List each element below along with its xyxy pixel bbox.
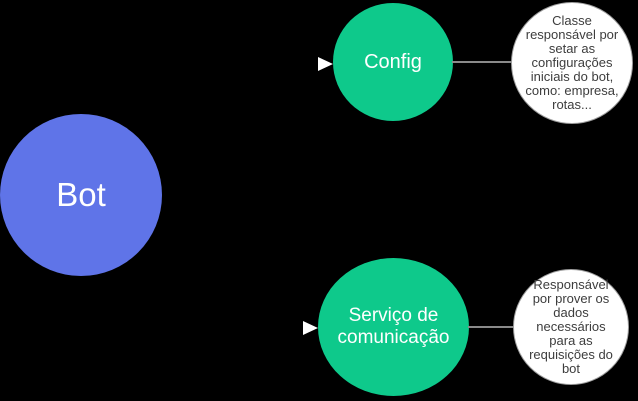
node-config-note-text: Classe responsável por setar as configur… xyxy=(525,13,619,112)
node-config[interactable]: Config xyxy=(333,3,453,121)
arrowhead-right-icon xyxy=(318,57,333,71)
node-service-note[interactable]: Responsável por prover os dados necessár… xyxy=(513,269,629,385)
node-bot-label: Bot xyxy=(56,176,106,213)
node-config-label: Config xyxy=(364,50,422,73)
connector-config-note xyxy=(452,61,512,63)
arrowhead-right-icon xyxy=(303,321,318,335)
node-service-note-text: Responsável por prover os dados necessár… xyxy=(529,277,613,376)
node-service-label: Serviço de comunicação xyxy=(337,305,450,348)
node-bot[interactable]: Bot xyxy=(0,114,162,276)
node-config-note[interactable]: Classe responsável por setar as configur… xyxy=(511,2,633,124)
node-service[interactable]: Serviço de comunicação xyxy=(318,258,469,396)
connector-service-note xyxy=(468,326,514,328)
